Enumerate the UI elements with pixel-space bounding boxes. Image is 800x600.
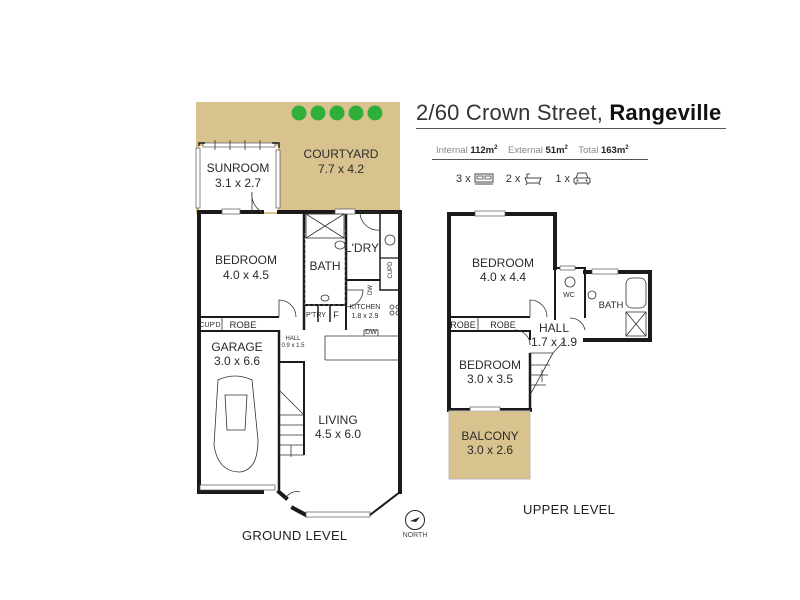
upper-walls: [447, 210, 652, 413]
external-area-label: External: [508, 145, 543, 157]
courtyard-label: COURTYARD: [304, 147, 379, 161]
upper-level-label: UPPER LEVEL: [523, 502, 616, 517]
trees: [291, 105, 383, 121]
balcony-dim: 3.0 x 2.6: [467, 443, 513, 457]
address: 2/60 Crown Street,: [416, 100, 604, 125]
upper-robe-2-label: ROBE: [490, 320, 516, 330]
cupboard-left-label: CUP'D: [199, 322, 220, 329]
ground-bath-label: BATH: [309, 259, 340, 273]
garage-dim: 3.0 x 6.6: [214, 354, 260, 368]
property-header: 2/60 Crown Street, Rangeville: [416, 100, 726, 129]
upper-hall-dim: 1.7 x 1.9: [531, 335, 577, 349]
garage-label: GARAGE: [211, 340, 262, 354]
sunroom-label: SUNROOM: [207, 161, 270, 175]
title-divider: [416, 128, 726, 129]
tree-icon: [367, 105, 383, 121]
bath-icon: [524, 173, 543, 185]
fridge-label: F: [333, 310, 339, 320]
wc-label: WC: [563, 292, 575, 299]
upper-bath-label: BATH: [599, 300, 624, 311]
doors: [251, 191, 381, 499]
property-title: 2/60 Crown Street, Rangeville: [416, 100, 726, 126]
external-area-value: 51m2: [545, 145, 568, 157]
ground-bath-fixtures: [304, 213, 401, 316]
upper-bedroom-1-label: BEDROOM: [472, 256, 534, 270]
total-area-label: Total: [578, 145, 599, 157]
bathroom-count: 2 x: [506, 173, 544, 185]
pantry-label: P'TRY: [306, 312, 326, 319]
total-area-value: 163m2: [600, 145, 629, 157]
upper-bedroom-2-label: BEDROOM: [459, 358, 521, 372]
kitchen-dim: 1.8 x 2.9: [352, 313, 379, 320]
ground-walls: [197, 208, 402, 518]
bed-icon: [474, 173, 494, 185]
upper-bedroom-1-dim: 4.0 x 4.4: [480, 270, 526, 284]
area-summary: Internal 112m2 External 51m2 Total 163m2: [436, 145, 629, 156]
upper-hall-label: HALL: [539, 321, 569, 335]
courtyard-dim: 7.7 x 4.2: [318, 162, 364, 176]
tree-icon: [348, 105, 364, 121]
cupboard-right-label: CUPD: [388, 261, 394, 279]
ground-hall-label: HALL: [285, 336, 301, 342]
north-compass: NORTH: [400, 510, 430, 539]
sunroom-windows: [195, 140, 281, 209]
sunroom-area: [199, 146, 278, 212]
tree-icon: [329, 105, 345, 121]
sunroom-dim: 3.1 x 2.7: [215, 176, 261, 190]
kitchen-label: KITCHEN: [350, 304, 381, 311]
upper-bedroom-2-dim: 3.0 x 3.5: [467, 372, 513, 386]
dw-vertical-label: DW: [368, 285, 374, 295]
ground-bedroom-label: BEDROOM: [215, 253, 277, 267]
suburb: Rangeville: [609, 100, 722, 125]
upper-robe-1-label: ROBE: [450, 320, 476, 330]
car-icon: [573, 172, 591, 185]
living-label: LIVING: [318, 413, 357, 427]
staircase: [278, 389, 305, 457]
car-icon: [213, 375, 259, 473]
living-dim: 4.5 x 6.0: [315, 427, 361, 441]
dw-label: DW: [365, 329, 377, 336]
ground-bedroom-dim: 4.0 x 4.5: [223, 268, 269, 282]
areas-divider: [432, 159, 648, 160]
internal-area-label: Internal: [436, 145, 468, 157]
ground-robe-label: ROBE: [230, 320, 257, 331]
laundry-label: L'DRY: [345, 241, 379, 255]
balcony-label: BALCONY: [461, 429, 518, 443]
ground-level-label: GROUND LEVEL: [242, 528, 348, 543]
north-label: NORTH: [402, 532, 428, 539]
ground-hall-dim: 0.9 x 1.5: [281, 343, 305, 349]
garage-count: 1 x: [555, 172, 591, 186]
internal-area-value: 112m2: [470, 145, 498, 157]
balcony-area: [448, 410, 531, 480]
bedroom-count: 3 x: [456, 173, 494, 185]
tree-icon: [291, 105, 307, 121]
compass-icon: [405, 510, 425, 530]
feature-counts: 3 x 2 x 1 x: [456, 172, 599, 186]
tree-icon: [310, 105, 326, 121]
